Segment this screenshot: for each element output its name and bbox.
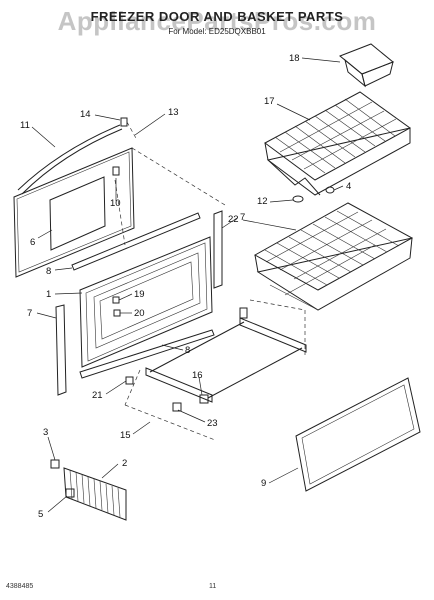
callout-18: 18 — [289, 53, 300, 64]
basket-slide-frame — [125, 307, 307, 412]
callout-7-upper: 7 — [240, 212, 245, 223]
leader-lines — [31, 57, 344, 513]
page-number: 11 — [209, 583, 217, 590]
callout-7-left: 7 — [27, 308, 32, 319]
diagram-title: FREEZER DOOR AND BASKET PARTS — [90, 9, 344, 24]
callout-6: 6 — [30, 237, 35, 248]
callout-3: 3 — [43, 427, 48, 438]
callout-4: 4 — [346, 181, 351, 192]
lower-wire-basket — [253, 202, 414, 311]
screw-14 — [120, 117, 128, 127]
callout-23: 23 — [207, 418, 218, 429]
callout-11: 11 — [20, 120, 30, 131]
door-gasket — [295, 377, 421, 492]
callout-2: 2 — [122, 458, 127, 469]
callout-12: 12 — [257, 196, 268, 207]
callout-22: 22 — [228, 214, 239, 225]
door-liner — [79, 236, 213, 368]
gasket-strip-right — [213, 210, 223, 289]
callout-16: 16 — [192, 370, 203, 381]
alignment-lines — [114, 121, 306, 441]
callout-15: 15 — [120, 430, 131, 441]
handle-trim — [17, 124, 123, 195]
callout-5: 5 — [38, 509, 43, 520]
trim-bar-upper — [71, 212, 201, 271]
callout-10: 10 — [110, 198, 121, 209]
screw-10 — [112, 166, 120, 176]
callout-19: 19 — [134, 289, 145, 300]
callout-13: 13 — [168, 107, 179, 118]
grille — [50, 459, 127, 521]
callout-17: 17 — [264, 96, 275, 107]
callout-20: 20 — [134, 308, 145, 319]
callout-8-upper: 8 — [46, 266, 51, 277]
screw-19 — [112, 296, 120, 304]
diagram-subtitle: For Model: ED25DQXBB01 — [168, 27, 266, 36]
callout-8-lower: 8 — [185, 345, 190, 356]
callout-21: 21 — [92, 390, 103, 401]
watermark-text: AppliancePartsPros.com — [57, 6, 377, 36]
callout-14: 14 — [80, 109, 91, 120]
gasket-strip-left — [55, 304, 67, 396]
small-tray — [339, 43, 394, 88]
document-code: 4388485 — [6, 583, 34, 590]
callout-9: 9 — [261, 478, 266, 489]
trim-bar-lower — [79, 329, 215, 379]
callout-1: 1 — [46, 289, 51, 300]
screw-20 — [113, 309, 121, 317]
upper-wire-basket — [264, 91, 411, 196]
door-outer-panel — [13, 147, 135, 278]
callout-labels: 11 14 13 18 17 6 10 12 4 22 7 8 1 19 20 … — [20, 53, 351, 520]
